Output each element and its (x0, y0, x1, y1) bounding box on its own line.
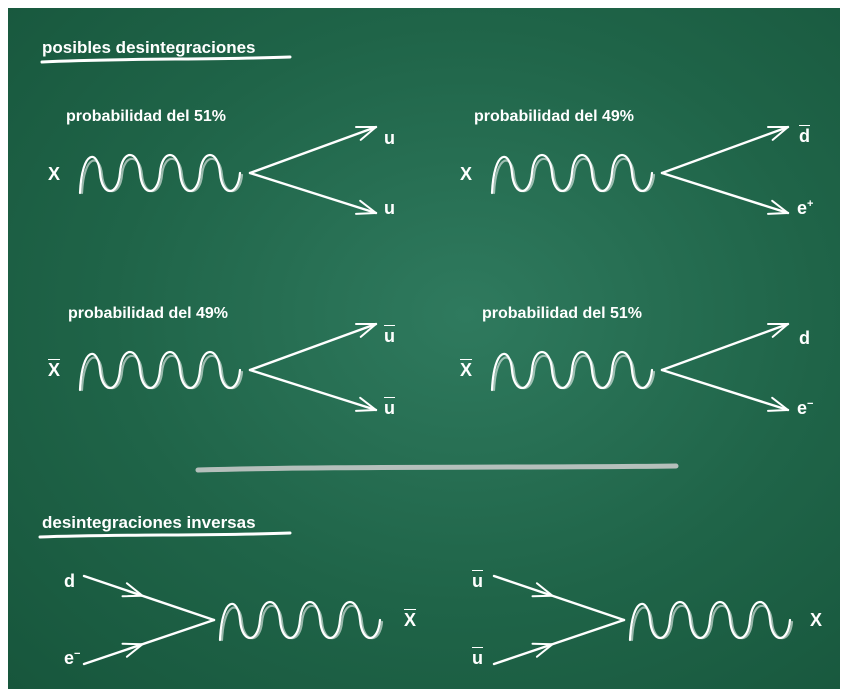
wavy-line (218, 601, 382, 642)
particle-line (248, 368, 378, 412)
product-particle-top: u (384, 326, 395, 346)
wavy-line-chalk-shadow (220, 604, 384, 642)
heading-underline (40, 55, 292, 64)
arrowhead (767, 396, 789, 412)
particle-line (248, 171, 378, 215)
arrowhead (531, 642, 554, 658)
wavy-line (78, 351, 242, 392)
parent-particle: X (48, 360, 61, 380)
arrowhead (355, 126, 377, 141)
probability-label: probabilidad del 49% (474, 108, 635, 125)
particle-line (660, 125, 790, 175)
resulting-particle: X (404, 610, 417, 630)
particle-line (660, 368, 790, 412)
heading-decays: posibles desintegraciones (42, 38, 256, 57)
arrowhead (121, 582, 144, 598)
arrowhead (355, 199, 377, 215)
arrowhead (767, 323, 789, 338)
product-particle-bottom: u (384, 398, 395, 418)
particle-line (82, 574, 216, 622)
parent-particle: X (460, 360, 473, 380)
incoming-particle-bottom: e− (64, 648, 81, 668)
product-particle-bottom: e+ (797, 198, 814, 218)
arrowhead (355, 323, 377, 338)
arrowhead (121, 642, 144, 658)
incoming-particle-top: d (64, 571, 75, 591)
heading-inverse: desintegraciones inversas (42, 513, 256, 532)
probability-label: probabilidad del 51% (482, 305, 643, 322)
product-particle-bottom: e− (797, 398, 814, 418)
divider-line (195, 463, 679, 473)
diagram-drawing (38, 55, 794, 666)
product-particle-top: u (384, 128, 395, 148)
arrowhead (355, 396, 377, 412)
arrowhead (767, 126, 789, 141)
wavy-line (628, 601, 792, 642)
heading-underline (38, 531, 292, 539)
wavy-line-chalk-shadow (630, 604, 794, 642)
parent-particle: X (48, 164, 61, 184)
product-particle-top: d (799, 126, 810, 146)
wavy-line-chalk-shadow (492, 354, 656, 392)
wavy-line (490, 154, 654, 195)
incoming-particle-top: u (472, 571, 483, 591)
arrowhead (531, 582, 554, 598)
parent-particle: X (460, 164, 473, 184)
particle-line (660, 171, 790, 215)
product-particle-top: d (799, 328, 810, 348)
particle-line (492, 618, 626, 666)
probability-label: probabilidad del 51% (66, 108, 227, 125)
wavy-line-chalk-shadow (492, 157, 656, 195)
wavy-line (490, 351, 654, 392)
particle-line (492, 574, 626, 622)
wavy-line-chalk-shadow (80, 354, 244, 392)
wavy-line-chalk-shadow (80, 157, 244, 195)
probability-label: probabilidad del 49% (68, 305, 229, 322)
particle-line (248, 322, 378, 372)
chalkboard: posibles desintegraciones desintegracion… (8, 8, 840, 689)
wavy-line (78, 154, 242, 195)
product-particle-bottom: u (384, 198, 395, 218)
particle-line (82, 618, 216, 666)
arrowhead (767, 199, 789, 215)
incoming-particle-bottom: u (472, 648, 483, 668)
resulting-particle: X (810, 610, 823, 630)
particle-line (660, 322, 790, 372)
particle-line (248, 125, 378, 175)
